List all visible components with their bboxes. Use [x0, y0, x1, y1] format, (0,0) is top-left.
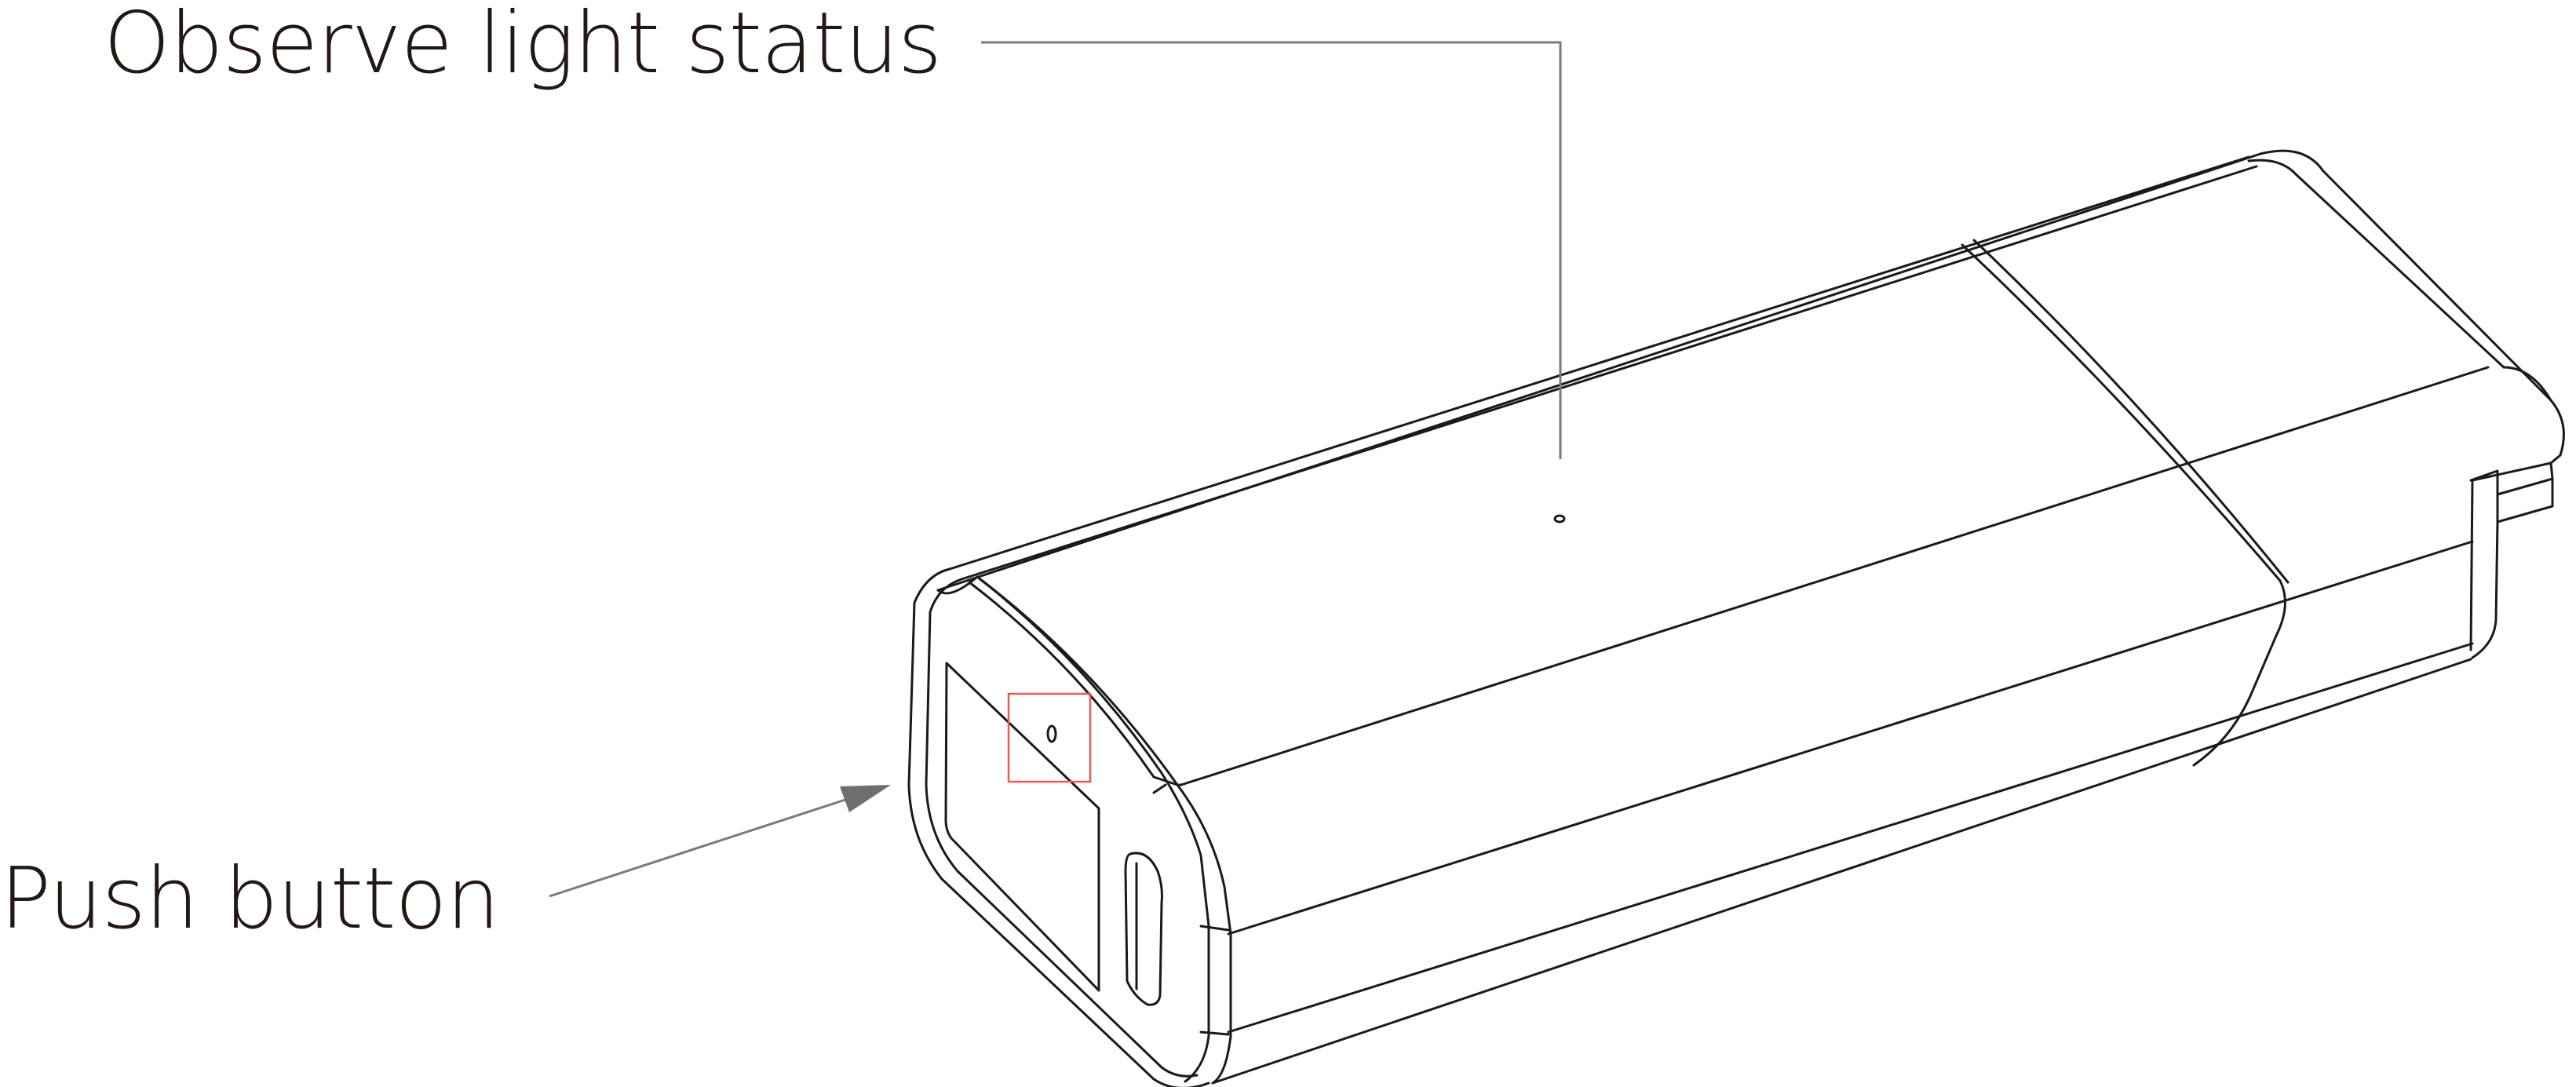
device-top-edge-inner	[960, 165, 2258, 581]
device-back-top-corner	[2259, 149, 2552, 402]
observe-light-status-label: Observe light status	[104, 0, 942, 93]
front-cap-rim	[936, 575, 1210, 1083]
front-window	[944, 662, 1100, 992]
device-back-top-inner	[2247, 159, 2505, 369]
observe-leader-line	[981, 41, 1562, 459]
front-cap-bevel-2	[1152, 783, 1167, 794]
device-back-cap	[2469, 366, 2565, 651]
push-arrow-head	[840, 785, 891, 812]
device-mid-edge	[1180, 366, 2490, 786]
device-top-seam-2	[1972, 239, 2290, 584]
device-bottom-edge-upper	[1227, 540, 2474, 936]
device-top-edge-outer	[936, 152, 2262, 592]
device-top-seam	[1961, 243, 2282, 582]
push-button-label: Push button	[0, 850, 500, 948]
device-side-seam	[2192, 579, 2286, 767]
front-cap-outer-2	[925, 578, 1199, 1078]
top-light-hole	[1553, 514, 1566, 523]
device-bottom-edge-rail	[1227, 642, 2474, 1034]
push-arrow-line	[549, 797, 848, 898]
device-top-edge-rail	[948, 155, 2250, 571]
front-cap-bottom-steps	[1199, 925, 1230, 1038]
front-light-hole	[1046, 724, 1057, 743]
front-cap-rim-3	[968, 581, 1155, 779]
push-button	[1124, 852, 1163, 1006]
front-cap-outer	[907, 567, 1210, 1087]
device-back-cap-bottom	[2496, 461, 2554, 523]
front-cap-bevel	[1152, 775, 1183, 786]
device-back-cap-lower	[2471, 520, 2499, 659]
device-bottom-edge-lower	[1211, 658, 2472, 1085]
light-highlight-box	[1007, 692, 1092, 783]
device-back-cap-step	[2469, 469, 2499, 523]
front-cap-rim-2	[976, 575, 1232, 1085]
